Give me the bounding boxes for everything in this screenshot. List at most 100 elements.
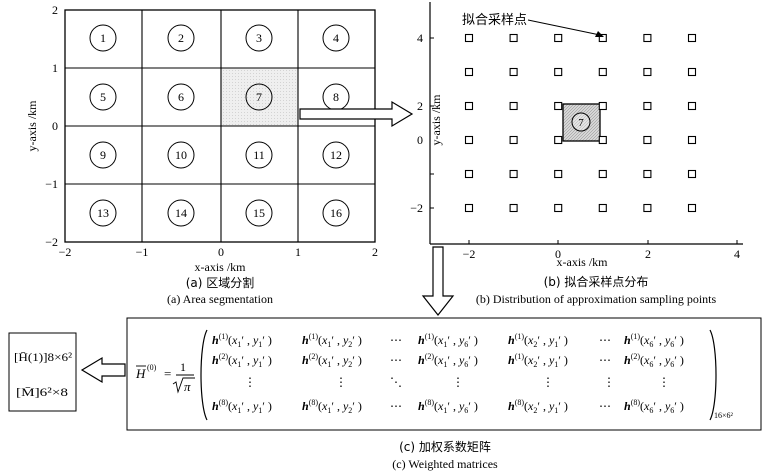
region-circle (89, 141, 117, 169)
panel-a-y-tick-labels: 2 1 0 −1 −2 (45, 3, 58, 249)
sampling-point (598, 101, 607, 111)
sampling-point (464, 135, 474, 145)
panel-c-caption-en: (c) Weighted matrices (392, 457, 498, 471)
x-tick-label: 0 (555, 247, 561, 261)
region-circle (322, 199, 350, 227)
svg-text:1: 1 (180, 360, 186, 374)
region-7-highlight (562, 103, 601, 142)
svg-text:⋯: ⋯ (599, 333, 611, 347)
sampling-point (554, 203, 563, 213)
region-label: 12 (330, 148, 342, 162)
arrow-a-to-b (299, 100, 414, 128)
grid-lines (65, 10, 375, 242)
sampling-point (643, 67, 652, 77)
panel-a-caption-en: (a) Area segmentation (167, 292, 273, 306)
svg-text:⋮: ⋮ (244, 375, 256, 389)
sampling-points (464, 33, 697, 213)
panel-b-x-axis-label: x-axis /km (557, 255, 609, 269)
x-tick-label: 0 (218, 245, 224, 259)
region-circle (167, 24, 195, 52)
svg-text:=: = (164, 366, 171, 381)
svg-text:h(1)(x6′ , y6′ ): h(1)(x6′ , y6′ ) (624, 332, 684, 349)
sampling-point (509, 33, 518, 43)
x-tick-label: 4 (734, 247, 740, 261)
region-label: 1 (100, 31, 106, 45)
x-tick-label: −2 (59, 245, 72, 259)
panel-b-caption-cn: (b) 拟合采样点分布 (544, 274, 649, 289)
svg-text:⋯: ⋯ (599, 399, 611, 413)
sampling-point (509, 169, 518, 179)
arrow-b-to-c (421, 246, 455, 316)
region-circle (89, 199, 117, 227)
region-label: 6 (178, 90, 184, 104)
region-label: 2 (178, 31, 184, 45)
svg-text:⋮: ⋮ (658, 375, 670, 389)
sampling-point (464, 101, 474, 111)
panel-a-y-axis-label: y-axis /km (25, 100, 39, 152)
panel-b-y-axis-label: y-axis /km (429, 94, 443, 146)
result-bottom: [M̄]6²×8 (16, 385, 68, 399)
callout-arrowhead (595, 31, 604, 37)
region-label: 15 (253, 206, 265, 220)
sampling-point (598, 203, 607, 213)
highlighted-region-fill (221, 68, 298, 126)
sampling-point (464, 33, 474, 43)
svg-text:h(2)(x1′ , y6′ ): h(2)(x1′ , y6′ ) (418, 352, 478, 369)
sampling-point (643, 135, 652, 145)
sampling-point (687, 33, 697, 43)
region-label: 10 (175, 148, 187, 162)
region-circle (245, 24, 273, 52)
svg-text:⋮: ⋮ (603, 375, 615, 389)
panel-b-y-tick-labels: 4 2 0 −2 (410, 31, 423, 215)
region-circle (245, 83, 273, 111)
sampling-point (554, 67, 563, 77)
y-tick-label: 4 (417, 31, 423, 45)
svg-text:h(8)(x1′ , y2′ ): h(8)(x1′ , y2′ ) (302, 398, 362, 415)
sampling-point (464, 203, 474, 213)
svg-text:h(2)(x6′ , y6′ ): h(2)(x6′ , y6′ ) (624, 352, 684, 369)
svg-text:h(1)(x1′ , y6′ ): h(1)(x1′ , y6′ ) (418, 332, 478, 349)
panel-a-x-axis-label: x-axis /km (195, 260, 247, 274)
result-top: [H̄(1)]8×6² (14, 350, 72, 364)
region-7-label: 7 (578, 117, 584, 129)
sampling-point (687, 101, 697, 111)
callout-label: 拟合采样点 (462, 13, 527, 28)
svg-text:h(8)(x2′ , y1′ ): h(8)(x2′ , y1′ ) (508, 398, 568, 415)
sampling-point (509, 203, 518, 213)
svg-text:⋱: ⋱ (390, 375, 402, 389)
sampling-point (554, 135, 563, 145)
x-tick-label: −1 (136, 245, 149, 259)
x-tick-label: 1 (295, 245, 301, 259)
region-label: 5 (100, 90, 106, 104)
region-label: 11 (253, 148, 265, 162)
sampling-point (464, 67, 474, 77)
y-tick-label: −1 (45, 177, 58, 191)
region-circle (89, 83, 117, 111)
svg-text:⋮: ⋮ (335, 375, 347, 389)
matrix-entries: h(1)(x1′ , y1′ ) h(1)(x1′ , y2′ ) ⋯ h(1)… (212, 332, 684, 415)
result-box: [H̄(1)]8×6² [M̄]6²×8 (8, 332, 77, 412)
region-circle (89, 24, 117, 52)
svg-text:h(1)(x2′ , y1′ ): h(1)(x2′ , y1′ ) (508, 352, 568, 369)
y-tick-label: 2 (417, 99, 423, 113)
result-box-frame (8, 332, 77, 412)
x-tick-label: 2 (372, 245, 378, 259)
region-circle (167, 199, 195, 227)
svg-text:⋯: ⋯ (390, 399, 402, 413)
y-tick-label: 0 (417, 133, 423, 147)
region-circle (322, 141, 350, 169)
sampling-point (687, 169, 697, 179)
svg-text:h(8)(x6′ , y6′ ): h(8)(x6′ , y6′ ) (624, 398, 684, 415)
matrix-paren-right (709, 329, 717, 421)
region-circle (167, 141, 195, 169)
svg-text:⋮: ⋮ (542, 375, 554, 389)
y-tick-label: 0 (52, 119, 58, 133)
sampling-point (687, 67, 697, 77)
region-label: 13 (97, 206, 109, 220)
sampling-point (509, 67, 518, 77)
svg-text:(0): (0) (147, 363, 157, 372)
formula-panel: H (0) = 1 π 16×6² h(1)(x1′ , y1′ ) h(1)(… (126, 317, 762, 431)
region-circle (322, 24, 350, 52)
callout-leader (527, 19, 601, 36)
svg-text:⋮: ⋮ (452, 375, 464, 389)
